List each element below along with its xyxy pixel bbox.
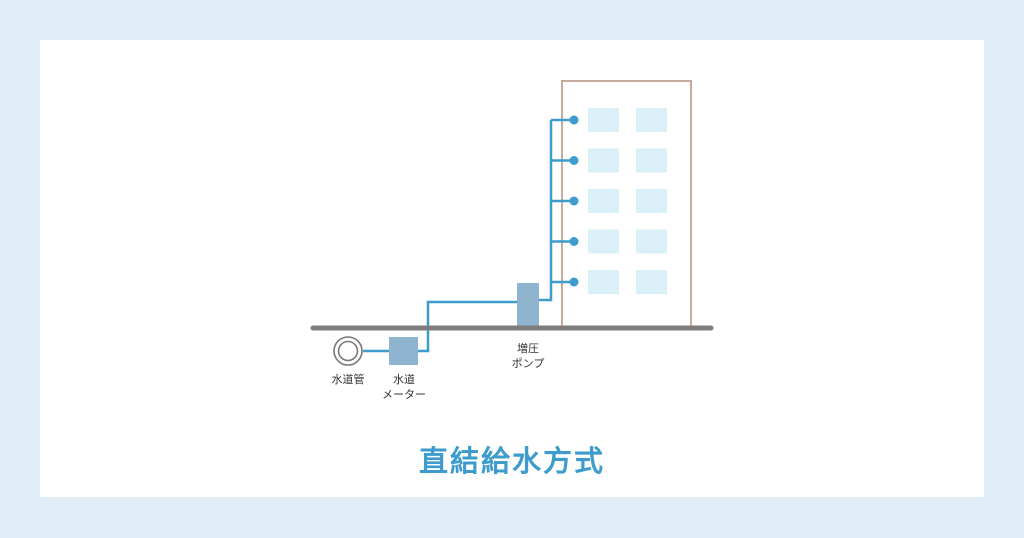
building-outline bbox=[561, 80, 692, 329]
outlet-dot-icon bbox=[569, 115, 579, 125]
booster-pump-label-line2: ポンプ bbox=[511, 357, 545, 370]
window bbox=[636, 189, 667, 213]
outlet-dot-icon bbox=[569, 196, 579, 206]
outlet-dot-icon bbox=[569, 156, 579, 165]
window bbox=[588, 270, 619, 294]
water-meter-label: 水道 メーター bbox=[368, 372, 440, 402]
window bbox=[588, 108, 619, 132]
outlet-dot-icon bbox=[569, 237, 579, 246]
window bbox=[588, 229, 619, 254]
pipes bbox=[363, 118, 574, 353]
water-main-icon bbox=[333, 336, 363, 366]
water-main-label: 水道管 bbox=[318, 372, 378, 387]
water-meter-label-line1: 水道 bbox=[393, 373, 415, 386]
window bbox=[588, 189, 619, 213]
water-meter bbox=[389, 337, 418, 365]
diagram-card bbox=[40, 40, 984, 497]
building bbox=[561, 80, 692, 329]
window bbox=[636, 270, 667, 294]
window bbox=[588, 148, 619, 173]
outlet-dot-icon bbox=[569, 277, 579, 287]
booster-pump-label: 増圧 ポンプ bbox=[496, 341, 560, 371]
booster-pump-label-line1: 増圧 bbox=[517, 342, 539, 355]
booster-pump bbox=[517, 283, 539, 328]
outlets bbox=[569, 115, 579, 287]
water-meter-label-line2: メーター bbox=[382, 388, 426, 401]
window bbox=[636, 108, 667, 132]
window bbox=[636, 148, 667, 173]
building-windows bbox=[588, 108, 667, 294]
diagram-title: 直結給水方式 bbox=[418, 444, 605, 478]
window bbox=[636, 229, 667, 254]
riser-pipe bbox=[539, 120, 553, 302]
water-main-label-text: 水道管 bbox=[331, 373, 365, 386]
